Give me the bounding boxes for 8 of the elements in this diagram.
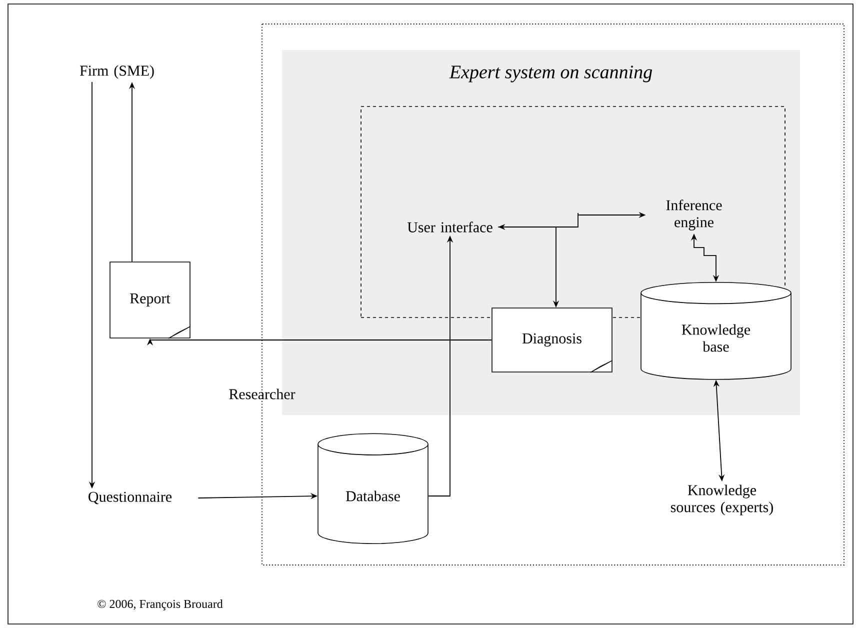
node-text: User interface [407,222,492,232]
database-cylinder: Knowledge base [640,282,792,380]
node-text: Inference engine [666,200,722,230]
label: © 2006, François Brouard [98,600,223,610]
node-text: Firm (SME) [80,65,154,79]
database-cylinder: Database [318,433,428,544]
node-text: Questionnaire [88,492,172,504]
node-text: Knowledge sources (experts) [670,484,773,516]
